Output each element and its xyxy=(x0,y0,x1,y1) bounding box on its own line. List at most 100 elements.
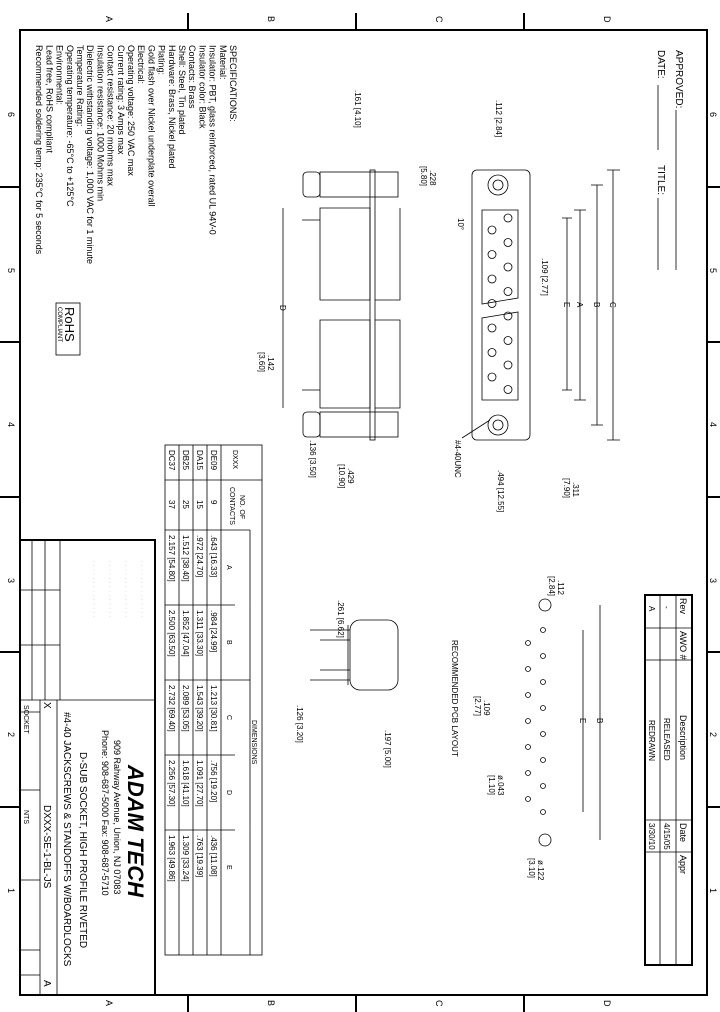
zone-letter: A xyxy=(104,16,114,22)
pcb-hole xyxy=(540,679,546,685)
zone-letter: A xyxy=(104,1000,114,1006)
table-cell: 2.089 [53.05] xyxy=(181,685,190,732)
approved-label: APPROVED: xyxy=(673,50,684,108)
specifications-block: SPECIFICATIONS:Material:Insulator: PBT, … xyxy=(34,45,238,264)
svg-text:.112: .112 xyxy=(556,580,565,596)
rohs-badge: RoHS COMPLIANT xyxy=(55,302,81,356)
pcb-hole xyxy=(540,705,546,711)
pin-contact xyxy=(503,385,513,394)
spec-line: Environmental: xyxy=(55,45,65,105)
pin-contact xyxy=(487,372,497,382)
zone-number: 3 xyxy=(708,578,718,583)
spec-line: Current rating: 3 Amps max xyxy=(116,45,126,155)
spec-line: Insulation resistance: 1000 Mohms min xyxy=(95,45,105,201)
svg-text:ø.043: ø.043 xyxy=(496,775,505,796)
zone-letter: D xyxy=(602,1000,612,1007)
part-description-2: #4-40 JACKSCREWS & STANDOFFS W/BOARDLOCK… xyxy=(61,712,72,967)
zone-markers: A B C D A B C D 6 5 4 3 2 1 6 5 4 3 2 1 xyxy=(0,13,720,1012)
date-cell: 3/30/10 xyxy=(647,823,656,850)
date-label: DATE: xyxy=(655,50,666,79)
pin-contact xyxy=(487,348,497,357)
svg-text:.311: .311 xyxy=(571,482,580,498)
svg-text:C: C xyxy=(608,302,617,308)
side-view: .161 [4.10] .228 [5.80] D .142 [3.60] .1… xyxy=(257,90,437,488)
svg-text:10°: 10° xyxy=(456,218,465,230)
pcb-hole xyxy=(525,692,531,698)
table-cell: DB25 xyxy=(181,450,190,471)
pin-contact xyxy=(503,287,513,296)
svg-text:[2.77]: [2.77] xyxy=(473,696,482,716)
spec-line: Temperature Rating: xyxy=(75,45,85,127)
table-cell: 2.732 [69.40] xyxy=(167,685,176,732)
pin-contact xyxy=(487,250,497,259)
svg-text:D: D xyxy=(278,305,287,311)
table-cell: 2.157 [54.80] xyxy=(167,535,176,582)
table-cell: 37 xyxy=(167,500,176,509)
spec-line: Operating voltage: 250 VAC max xyxy=(126,45,136,176)
front-view: C B A E .112 [2.84] 10° .109 [2.77] #4-4… xyxy=(453,100,620,512)
zone-letter: C xyxy=(434,1000,444,1007)
pin-contact xyxy=(487,323,497,333)
pin-contact xyxy=(503,336,513,345)
table-cell: DE09 xyxy=(209,450,218,471)
table-cell: 1.852 [47.04] xyxy=(181,610,190,657)
svg-text:C: C xyxy=(225,715,232,720)
title-label: TITLE: xyxy=(655,165,666,195)
svg-text:[5.80]: [5.80] xyxy=(419,166,428,186)
pcb-hole xyxy=(525,744,531,750)
svg-text:· · · · · · · · · · · · · ·: · · · · · · · · · · · · · · xyxy=(106,560,113,618)
spec-line: Recommended soldering temp: 235°C for 5 … xyxy=(34,45,44,255)
pcb-hole xyxy=(540,627,546,633)
dimensions-title: DIMENSIONS xyxy=(250,720,257,765)
zone-number: 5 xyxy=(708,268,718,273)
table-cell: 9 xyxy=(209,500,218,505)
company-logo: ADAM TECH xyxy=(123,764,148,898)
zone-number: 5 xyxy=(6,268,16,273)
spec-line: Lead free, RoHS compliant xyxy=(44,45,54,154)
company-address: 909 Rahway Avenue, Union, NJ 07083 xyxy=(112,740,122,894)
table-cell: 15 xyxy=(195,500,204,509)
svg-text:#4-40UNC: #4-40UNC xyxy=(453,440,462,478)
svg-text:.261 [6.62]: .261 [6.62] xyxy=(336,600,345,638)
table-cell: 25 xyxy=(181,500,190,509)
svg-text:.429: .429 xyxy=(346,468,355,484)
zone-number: 4 xyxy=(708,422,718,427)
pcb-hole xyxy=(540,653,546,659)
svg-text:.197 [5.00]: .197 [5.00] xyxy=(383,730,392,768)
spec-line: Dielectric withstanding voltage: 1,000 V… xyxy=(85,45,95,264)
svg-text:· · · · · · · · · · · · · ·: · · · · · · · · · · · · · · xyxy=(90,560,97,618)
zone-number: 2 xyxy=(6,732,16,737)
description-cell: REDRAWN xyxy=(647,720,656,761)
part-description: D-SUB SOCKET, HIGH PROFILE RIVETED xyxy=(77,752,88,948)
zone-number: 1 xyxy=(6,888,16,893)
pcb-hole xyxy=(540,809,546,815)
svg-text:Appr: Appr xyxy=(678,855,688,874)
zone-letter: B xyxy=(266,1000,276,1006)
table-cell: 2.256 [57.30] xyxy=(167,760,176,807)
svg-text:CONTACTS: CONTACTS xyxy=(228,487,235,525)
table-cell: 1.618 [41.10] xyxy=(181,760,190,807)
svg-text:[7.90]: [7.90] xyxy=(562,478,571,498)
pcb-hole xyxy=(540,731,546,737)
table-cell: .643 [16.33] xyxy=(209,535,218,577)
svg-text:.142: .142 xyxy=(266,355,275,371)
svg-text:B: B xyxy=(592,302,601,307)
table-cell: DC37 xyxy=(167,450,176,471)
table-cell: .436 [11.08] xyxy=(209,835,218,877)
spec-line: Shell: Steel, Tin plated xyxy=(177,45,187,135)
zone-number: 3 xyxy=(6,578,16,583)
pcb-hole xyxy=(525,718,531,724)
svg-text:B: B xyxy=(225,640,232,645)
zone-number: 2 xyxy=(708,732,718,737)
table-cell: .972 [24.70] xyxy=(195,535,204,577)
svg-text:A: A xyxy=(225,565,232,570)
pin-contact xyxy=(503,360,513,370)
svg-text:Description: Description xyxy=(678,715,688,760)
zone-number: 4 xyxy=(6,422,16,427)
svg-text:[3.10]: [3.10] xyxy=(527,858,536,878)
spec-line: Gold flash over Nickel underplate overal… xyxy=(146,45,156,207)
svg-text:A: A xyxy=(575,302,584,308)
svg-text:.109 [2.77]: .109 [2.77] xyxy=(540,258,549,296)
svg-text:.112 [2.84]: .112 [2.84] xyxy=(494,100,503,137)
